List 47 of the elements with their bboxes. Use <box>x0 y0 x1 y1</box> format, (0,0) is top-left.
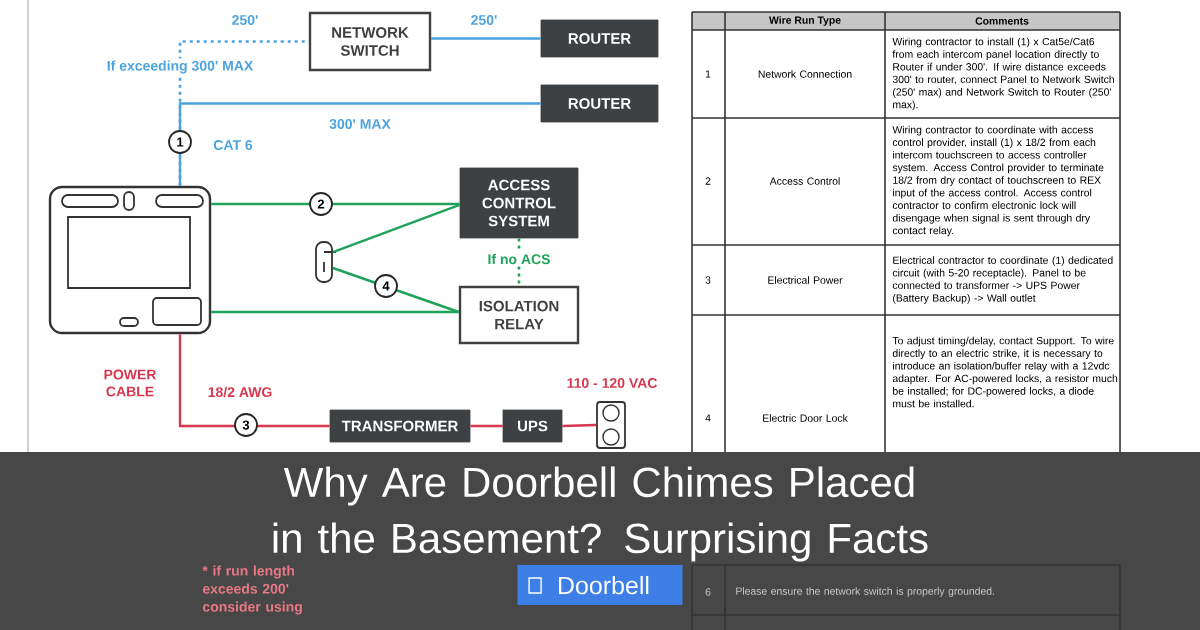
callout-label: CAT 6 <box>213 140 253 150</box>
device-box: NETWORK SWITCH <box>308 11 432 72</box>
table-cell: To adjust timing/delay, contact Support. To wire directly to an electric strike, it is necessary to introduce an isolation/buffer relay with a 12vdc adapter. For AC-powered locks, a resistor much be installed; for DC-powered locks, a diode must be installed. <box>892 336 1118 408</box>
connector-line <box>470 424 503 428</box>
connector-line <box>517 238 521 286</box>
table-cell: 4 <box>705 414 711 422</box>
table-cell: 1 <box>705 70 711 78</box>
connector-line <box>178 334 330 428</box>
device-box: TRANSFORMER <box>329 409 471 443</box>
callout-label: 250' <box>232 15 258 25</box>
connector-line <box>178 102 541 186</box>
table-cell: Access Control <box>769 177 840 185</box>
wall-outlet-icon <box>596 401 626 449</box>
table-cell: 3 <box>705 276 711 284</box>
connector-line <box>431 37 541 40</box>
door-lock-icon <box>315 241 337 283</box>
connector-line <box>211 202 460 206</box>
table-cell: Wiring contractor to coordinate with access control provider, install (1) x 18/2 from each intercom touchscreen to access controller system. Access Control provider to terminate 18/2 from dry contact of touchscreen to REX input of the access control. Access control contractor to confirm electronic lock will disengage when signal is sent through dry contact relay. <box>892 125 1104 237</box>
intercom-panel-drawing <box>48 185 212 335</box>
table-cell: Please ensure the network switch is properly grounded. <box>736 587 994 597</box>
callout-label: 18/2 AWG <box>208 386 272 398</box>
connector-line <box>211 310 459 314</box>
device-box: ACCESS CONTROL SYSTEM <box>459 167 579 239</box>
device-box: UPS <box>502 409 563 443</box>
table-cell: Wiring contractor to install (1) x Cat5e/Cat6 from each intercom panel location directly to Router if under 300'. If wire distance exceeds 300' to router, connect Panel to Network Switch (250' max) and Network Switch to Router (250' max). <box>892 37 1114 111</box>
edge-label: 300' MAX <box>329 119 391 129</box>
table-cell: 2 <box>705 177 711 185</box>
device-box: ISOLATION RELAY <box>458 285 580 345</box>
title: Why Are Doorbell Chimes Placed in the Basement? Surprising Facts <box>273 466 928 562</box>
table-cell: Electric Door Lock <box>763 414 848 422</box>
table-header: Wire Run Type <box>769 16 841 26</box>
table-header: Comments <box>975 17 1029 25</box>
device-box: ROUTER <box>540 19 659 58</box>
table-cell: 6 <box>705 588 711 596</box>
callout-label: 110 - 120 VAC <box>567 378 657 388</box>
table-cell: Electrical Power <box>768 276 843 284</box>
tag-button: Doorbell <box>517 565 683 605</box>
table-cell: Electrical contractor to coordinate (1) dedicated circuit (with 5-20 receptacle). Panel to be connected to transformer -> UPS Power (Battery Backup) -> Wall outlet <box>892 256 1113 304</box>
connector-line <box>332 266 460 314</box>
note-text: * if run length exceeds 200' consider using <box>202 565 302 615</box>
edge-label: If exceeding 300' MAX <box>104 58 256 76</box>
callout-label: POWER CABLE <box>104 369 157 397</box>
connector-line <box>332 203 461 254</box>
connector-line <box>562 423 597 428</box>
device-box: ROUTER <box>540 84 659 123</box>
edge-label: 250' <box>471 15 497 25</box>
table-cell: Network Connection <box>758 70 852 78</box>
